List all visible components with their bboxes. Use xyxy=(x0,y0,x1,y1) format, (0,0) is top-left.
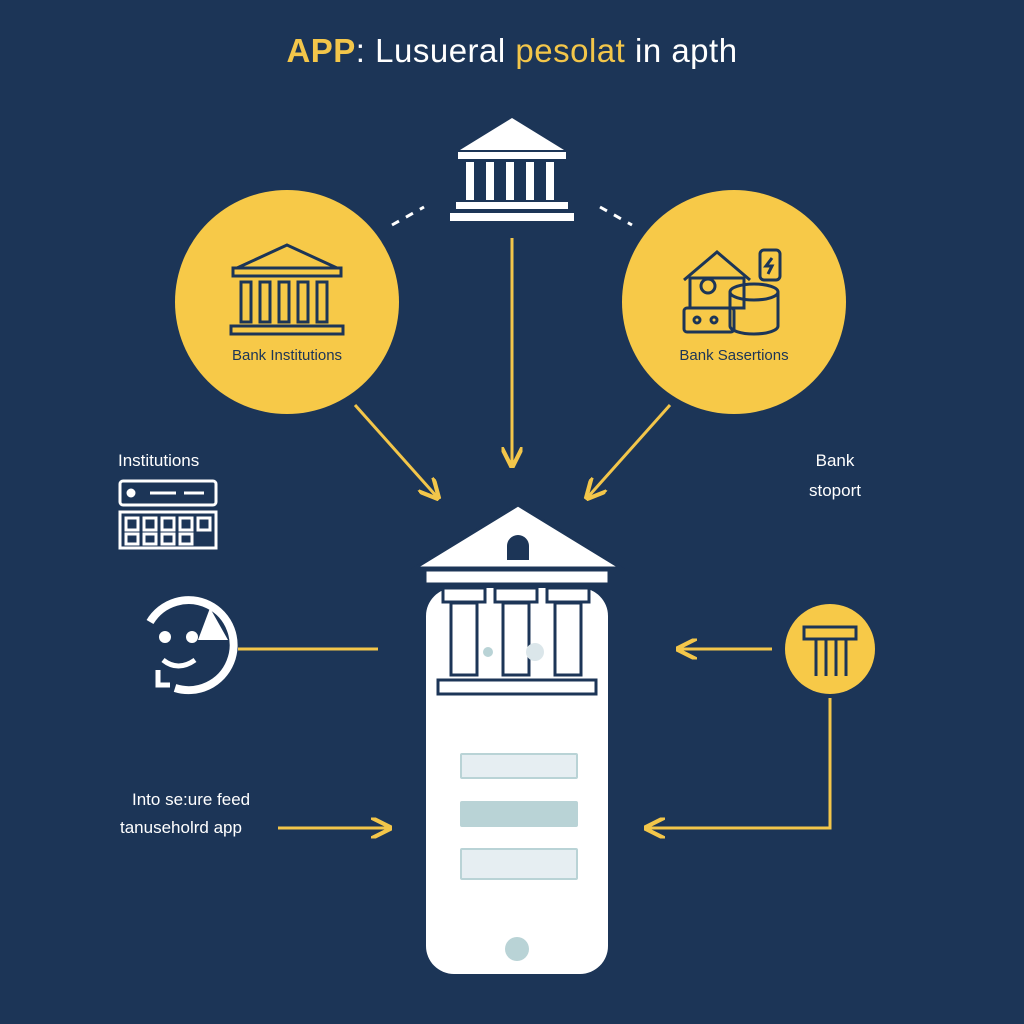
arrow-left-circle xyxy=(353,404,438,498)
page-title: APP: Lusueral pesolat in apth xyxy=(0,32,1024,70)
phone-bank-icon xyxy=(409,503,627,696)
right-circle-node: Bank Sasertions xyxy=(622,190,846,414)
phone-field-3 xyxy=(460,848,578,880)
label-bank-support: Bank stoport xyxy=(790,446,880,506)
right-circle-label: Bank Sasertions xyxy=(679,347,789,364)
sync-circle-icon xyxy=(146,596,238,695)
top-bank-icon xyxy=(450,118,574,221)
title-middle: : Lusueral xyxy=(355,32,516,69)
arrow-right-circle xyxy=(587,404,672,498)
label-secure-feed: Into se:ure feed tanuseholrd app xyxy=(120,786,250,842)
server-grid-icon xyxy=(118,479,218,550)
dashed-links xyxy=(391,205,633,227)
title-end: in apth xyxy=(625,32,738,69)
phone-field-2 xyxy=(460,801,578,827)
arrow-right-bottom xyxy=(646,698,832,828)
title-highlight: pesolat xyxy=(515,32,626,69)
right-small-node xyxy=(785,604,875,694)
left-circle-label: Bank Institutions xyxy=(231,347,343,364)
label-secure-feed-line1: Into se:ure feed xyxy=(132,790,251,809)
label-bank-support-line1: Bank xyxy=(815,451,855,470)
bank-building-icon xyxy=(229,243,345,336)
flow-arrows xyxy=(238,238,832,828)
phone-home-button xyxy=(505,937,529,961)
pillar-icon xyxy=(802,625,858,676)
title-app: APP xyxy=(286,32,356,69)
phone-field-1 xyxy=(460,753,578,779)
label-bank-support-line2: stoport xyxy=(809,481,861,500)
label-institutions: Institutions xyxy=(118,451,200,470)
left-circle-node: Bank Institutions xyxy=(175,190,399,414)
house-and-coins-icon xyxy=(682,248,782,336)
label-secure-feed-line2: tanuseholrd app xyxy=(120,818,242,837)
